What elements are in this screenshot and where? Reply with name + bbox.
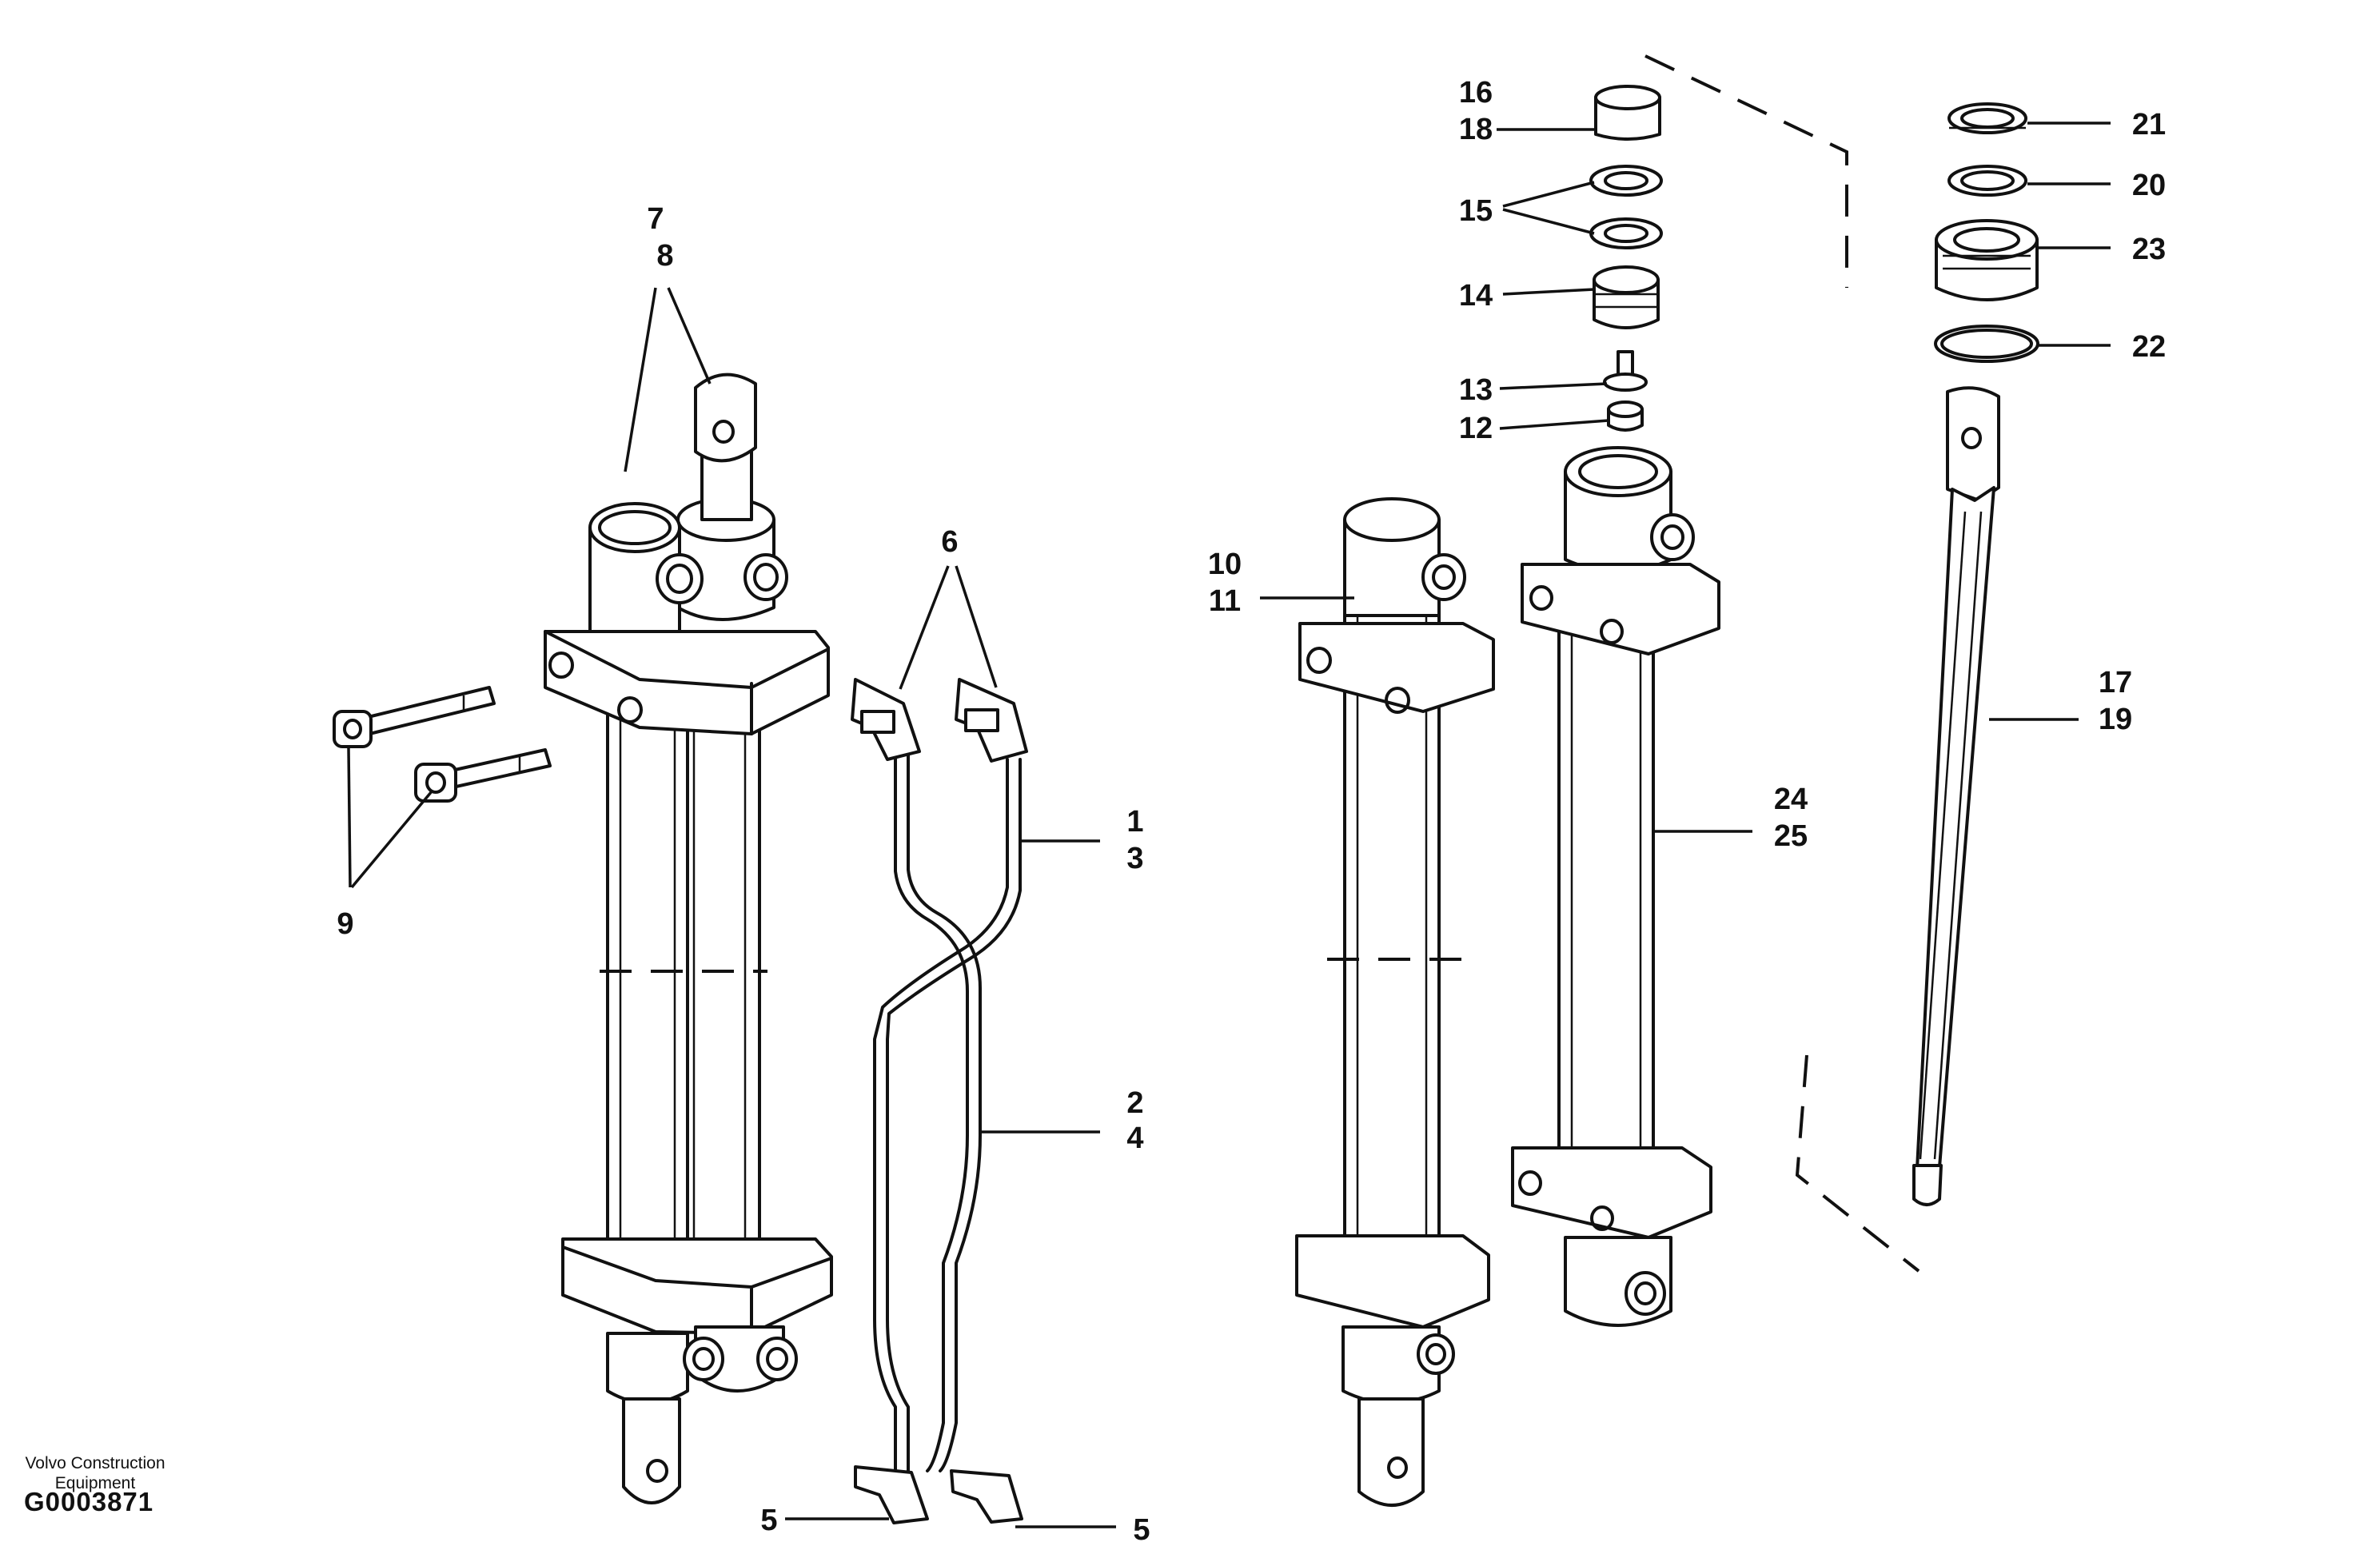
company-credit: Volvo Construction Equipment: [25, 1454, 165, 1492]
drawing-code: G0003871: [24, 1487, 154, 1516]
callout-6: 6: [941, 525, 958, 559]
callout-1: 1: [1126, 805, 1143, 839]
callout-15: 15: [1459, 194, 1493, 228]
callout-19: 19: [2099, 703, 2132, 736]
leader-lines: [347, 122, 2111, 1528]
front-cylinder: [606, 694, 689, 1257]
callout-13: 13: [1459, 373, 1493, 407]
callout-12: 12: [1459, 412, 1493, 445]
callout-20: 20: [2132, 169, 2166, 202]
seal-kit-stack: [1589, 85, 1663, 432]
gland-parts-stack: [1934, 102, 2039, 363]
twin-cylinder-assembly: [544, 373, 833, 1504]
callout-22: 22: [2132, 330, 2166, 364]
callout-5-right: 5: [1133, 1513, 1150, 1547]
rear-rod-eye-top: [694, 373, 757, 521]
cylinder-bottom-ends: [606, 1325, 798, 1504]
callout-10: 10: [1208, 548, 1242, 581]
single-cylinder-assembly: [1295, 497, 1495, 1507]
top-mounting-block: [544, 630, 830, 735]
callout-numbers: 7 8 9 6 1 3 2 4 5 5 10 11 24 25 16 18 15…: [337, 76, 2166, 1547]
callout-5-left: 5: [760, 1504, 777, 1537]
hydraulic-tubes: [851, 678, 1028, 1524]
callout-7: 7: [647, 202, 664, 236]
bottom-mounting-block: [561, 1237, 833, 1335]
callout-3: 3: [1126, 842, 1143, 875]
callout-24: 24: [1774, 783, 1808, 816]
grouping-bracket: [1644, 54, 1920, 1273]
cap-screws: [333, 686, 552, 803]
callout-11: 11: [1209, 584, 1241, 618]
rear-cylinder: [680, 678, 761, 1241]
callout-17: 17: [2099, 666, 2132, 699]
cylinder-tube-assembly: [1511, 446, 1720, 1327]
callout-9: 9: [337, 907, 353, 941]
callout-21: 21: [2132, 108, 2166, 141]
callout-14: 14: [1459, 279, 1493, 313]
piston-rod: [1912, 386, 2000, 1206]
callout-18: 18: [1459, 113, 1493, 146]
callout-8: 8: [656, 239, 673, 273]
callout-23: 23: [2132, 233, 2166, 266]
callout-2: 2: [1126, 1086, 1143, 1120]
callout-4: 4: [1126, 1122, 1143, 1155]
callout-16: 16: [1459, 76, 1493, 110]
callout-25: 25: [1774, 819, 1808, 853]
